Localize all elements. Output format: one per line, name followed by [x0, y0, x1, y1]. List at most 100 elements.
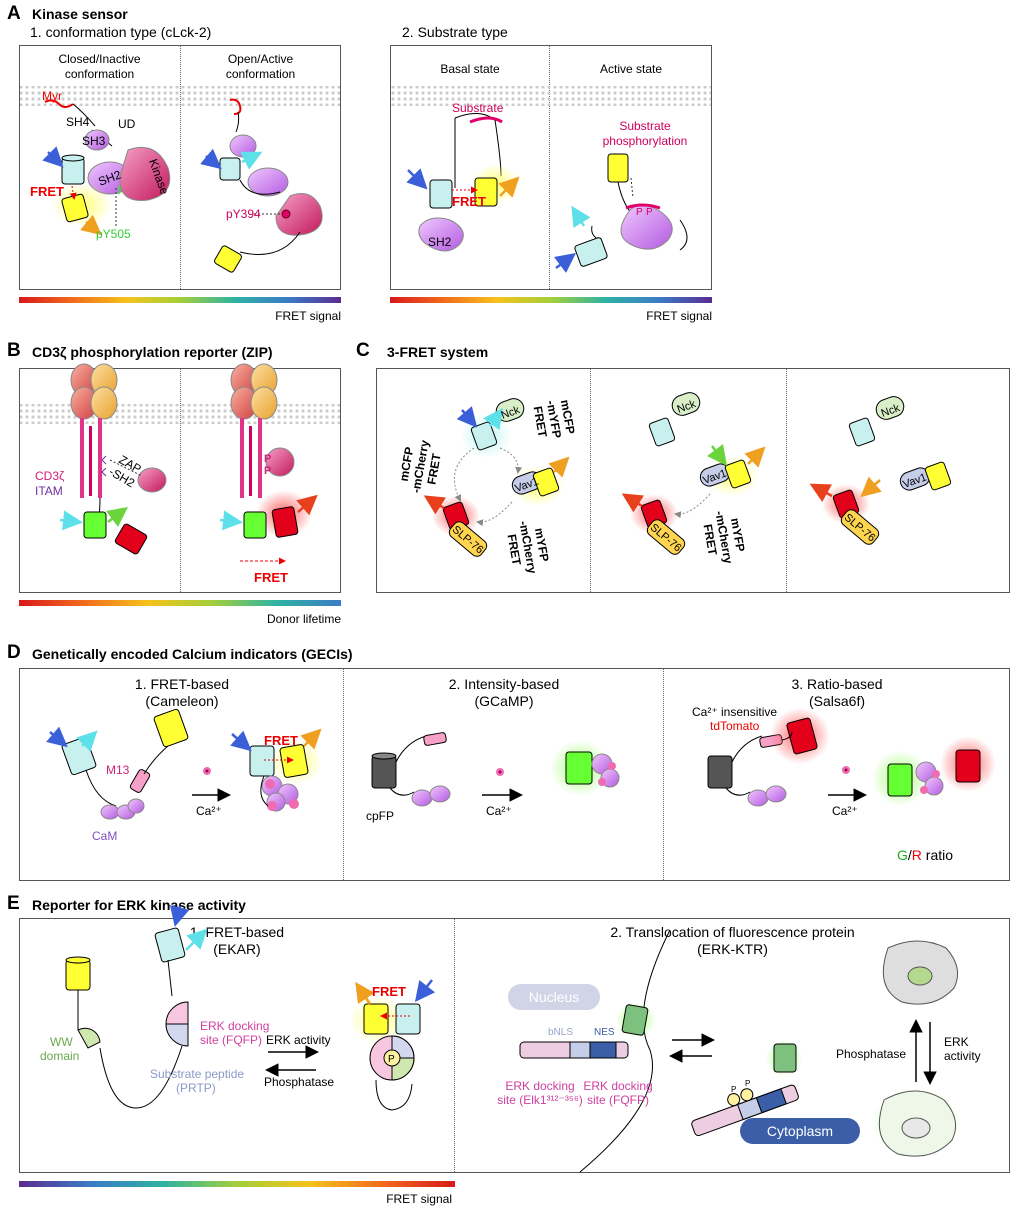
- panel-e-title: Reporter for ERK kinase activity: [32, 897, 246, 913]
- col-basal-state: Basal state: [440, 62, 500, 76]
- panel-a-label: A: [7, 3, 21, 24]
- label-ww-1: WW: [50, 1035, 73, 1049]
- panel-c-title: 3-FRET system: [387, 344, 489, 360]
- label-p2: P: [646, 207, 653, 218]
- panel-d-label: D: [7, 642, 21, 663]
- panel-a-sub2: 2. Substrate type: [402, 24, 508, 40]
- panel-b-title: CD3ζ phosphorylation reporter (ZIP): [32, 344, 273, 360]
- panel-a-title: Kinase sensor: [32, 6, 128, 22]
- label-docking-1: ERK docking: [200, 1019, 269, 1033]
- panel-c-label: C: [356, 340, 370, 361]
- label-substrate-1: Substrate peptide: [150, 1067, 244, 1081]
- panel-a1-divider: [180, 46, 181, 289]
- label-sh3: SH3: [82, 134, 106, 148]
- label-myfp-mcherry-1: mYFP: [532, 527, 552, 563]
- label-nes: NES: [594, 1027, 615, 1038]
- label-tdtomato: tdTomato: [710, 719, 760, 733]
- panel-b-diagram: CD3ζ ITAM ZAP -SH2 P P FRET: [20, 363, 340, 585]
- label-gr-ratio: G/R ratio: [897, 847, 953, 863]
- label-py394: pY394: [226, 207, 261, 221]
- panel-b-lifetime-bar: [19, 600, 341, 606]
- label-ca-insensitive: Ca²⁺ insensitive: [692, 705, 777, 719]
- panel-d-sub3: 3. Ratio-based (Salsa6f): [791, 676, 883, 709]
- label-ca-1: Ca²⁺: [196, 804, 222, 818]
- label-substrate-2: (PRTP): [176, 1081, 216, 1095]
- label-mcfp-myfp-2: -mYFP: [544, 399, 564, 439]
- panel-e-sub2: 2. Translocation of fluorescence protein…: [610, 924, 855, 957]
- label-substrate-phos-2: phosphorylation: [603, 134, 688, 148]
- label-myr: Myr: [42, 89, 62, 103]
- label-pp1: P: [731, 1085, 736, 1094]
- panel-d-box: [19, 668, 1010, 881]
- label-bnls: bNLS: [548, 1027, 573, 1038]
- panel-a1-bar-label: FRET signal: [275, 309, 341, 323]
- panel-e-bar-label: FRET signal: [386, 1192, 452, 1206]
- label-erk-activity-2a: ERK: [944, 1035, 969, 1049]
- label-mcfp-myfp-1: mCFP: [558, 399, 578, 436]
- label-ca-3: Ca²⁺: [832, 804, 858, 818]
- panel-d-diagram: M13 CaM Ca²⁺ Ca²⁺ Ca²⁺ FRET cpFP Ca²⁺ in…: [46, 705, 996, 863]
- label-substrate-phos-1: Substrate: [619, 119, 671, 133]
- label-cytoplasm: Cytoplasm: [767, 1123, 833, 1139]
- panel-e-sub1: 1. FRET-based (EKAR): [189, 924, 285, 957]
- label-dock-elk-1: ERK docking: [505, 1079, 574, 1093]
- label-ww-2: domain: [40, 1049, 79, 1063]
- label-dock-elk-2: site (Elk1³¹²⁻³⁵⁶): [497, 1093, 583, 1107]
- label-mcfp-mcherry-1: mCFP: [397, 446, 417, 483]
- label-fret-d: FRET: [264, 733, 298, 748]
- label-fret: FRET: [30, 184, 64, 199]
- panel-d-sub1: 1. FRET-based (Cameleon): [134, 676, 230, 709]
- panel-a1-fret-bar: [19, 297, 341, 303]
- label-erk-activity-2b: activity: [944, 1049, 981, 1063]
- panel-e-fret-bar: [19, 1181, 455, 1187]
- label-py505: pY505: [96, 227, 131, 241]
- panel-d-divider-1: [343, 669, 344, 880]
- label-pp2: P: [745, 1079, 750, 1088]
- label-myfp-mcherry-b3: FRET: [701, 523, 720, 557]
- label-erk-activity: ERK activity: [266, 1033, 331, 1047]
- panel-d-divider-2: [663, 669, 664, 880]
- label-phosphatase: Phosphatase: [264, 1075, 334, 1089]
- label-fret-e: FRET: [372, 984, 406, 999]
- label-sh2-basal: SH2: [428, 235, 452, 249]
- col-open-active: Open/Active conformation: [225, 52, 296, 81]
- label-p1: P: [636, 207, 643, 218]
- col-active-state: Active state: [599, 62, 663, 76]
- panel-c-diagram: Nck Nck Nck Vav1 Vav1 Vav1 SLP-76 SLP-76…: [397, 392, 952, 575]
- panel-b-label: B: [7, 340, 21, 361]
- panel-a2-divider: [549, 46, 550, 289]
- label-p-b2: P: [264, 465, 271, 477]
- label-fret-basal: FRET: [452, 194, 486, 209]
- panel-a2-fret-bar: [390, 297, 712, 303]
- panel-e-divider: [454, 919, 455, 1172]
- panel-b-divider: [180, 369, 181, 592]
- label-cd3z: CD3ζ: [35, 469, 65, 483]
- label-ca-2: Ca²⁺: [486, 804, 512, 818]
- label-mcfp-myfp-3: FRET: [531, 405, 550, 439]
- panel-b-bar-label: Donor lifetime: [266, 612, 341, 626]
- label-m13: M13: [106, 763, 130, 777]
- panel-a-sub1: 1. conformation type (cLck-2): [30, 24, 212, 40]
- label-mcfp-mcherry-3: FRET: [424, 452, 443, 486]
- label-substrate: Substrate: [452, 101, 504, 115]
- label-cam: CaM: [92, 829, 117, 843]
- label-sh4: SH4: [66, 115, 90, 129]
- label-nucleus: Nucleus: [529, 989, 580, 1005]
- panel-c-divider-1: [590, 369, 591, 592]
- panel-e-label: E: [7, 893, 20, 914]
- panel-d-title: Genetically encoded Calcium indicators (…: [32, 646, 353, 662]
- label-myfp-mcherry-b1: mYFP: [728, 517, 748, 553]
- panel-a2-bar-label: FRET signal: [646, 309, 712, 323]
- label-phosphatase-2: Phosphatase: [836, 1047, 906, 1061]
- label-fret-b: FRET: [254, 570, 288, 585]
- panel-a-diagram: Myr SH4 UD SH3 SH2 Kinase FRET pY505 pY3…: [20, 86, 711, 273]
- label-cpfp: cpFP: [366, 809, 394, 823]
- label-itam: ITAM: [35, 484, 63, 498]
- panel-c-divider-2: [786, 369, 787, 592]
- label-ud: UD: [118, 117, 136, 131]
- label-myfp-mcherry-3: FRET: [505, 533, 524, 567]
- label-dock-fqfp-2: site (FQFP): [587, 1093, 649, 1107]
- label-docking-2: site (FQFP): [200, 1033, 262, 1047]
- col-closed-inactive: Closed/Inactive conformation: [58, 52, 141, 81]
